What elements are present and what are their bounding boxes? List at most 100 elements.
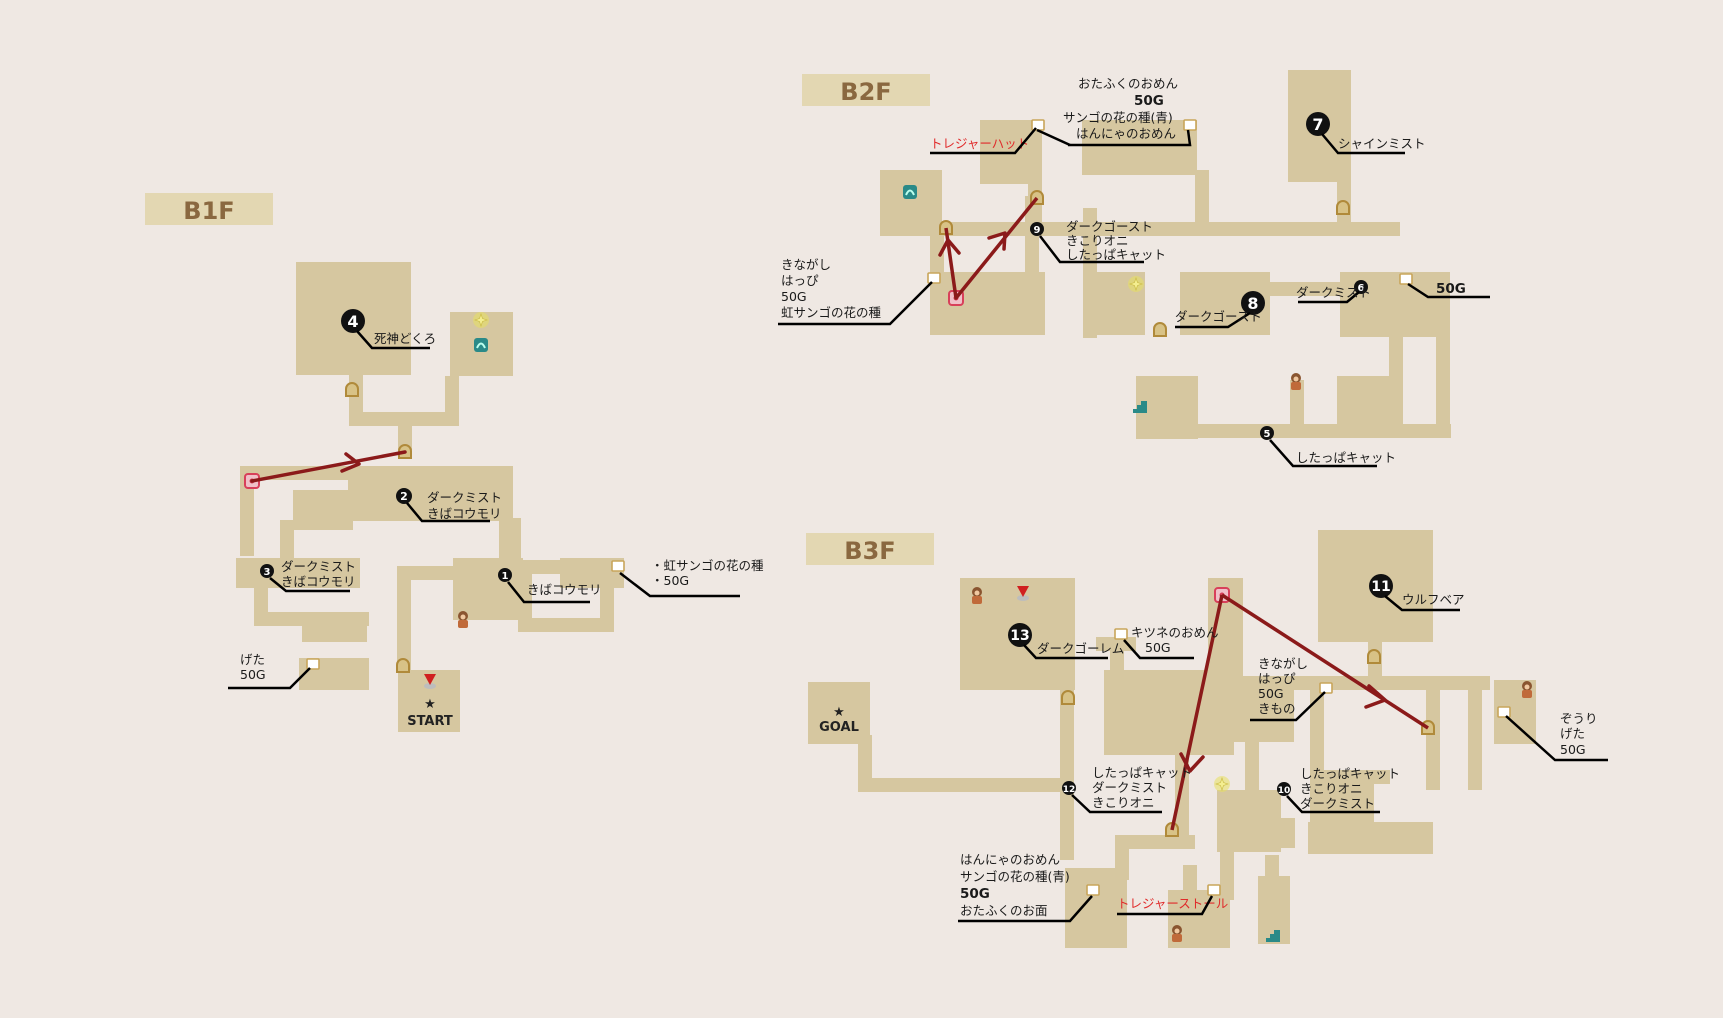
label-dark-golem: ダークゴーレム — [1037, 641, 1124, 656]
b3f-goal: ★ GOAL — [819, 705, 859, 735]
label-chest-right-a: ・虹サンゴの花の種 — [651, 558, 764, 573]
label-gold-right: 50G — [1436, 281, 1466, 297]
npc-icon[interactable] — [1172, 925, 1182, 942]
label-n9-c: したっぱキャット — [1066, 247, 1166, 262]
npc-icon[interactable] — [972, 587, 982, 604]
label-mid-b: はっぴ — [1258, 671, 1296, 686]
floor-label-b2f: B2F — [802, 74, 930, 106]
floor-b1f — [236, 262, 624, 732]
svg-text:10: 10 — [1278, 786, 1291, 796]
label-bottom-d: おたふくのお面 — [960, 903, 1048, 918]
svg-text:12: 12 — [1063, 785, 1076, 795]
door-icon[interactable] — [1153, 322, 1167, 337]
chest-icon[interactable] — [1497, 706, 1511, 718]
label-left-d: 虹サンゴの花の種 — [781, 305, 882, 320]
label-bottom-a: はんにゃのおめん — [960, 852, 1060, 867]
label-left-c: 50G — [781, 289, 807, 304]
svg-text:7: 7 — [1312, 115, 1323, 134]
door-icon[interactable] — [1061, 690, 1075, 705]
number-badge-5: 5 — [1260, 426, 1274, 440]
label-n3-a: ダークミスト — [281, 559, 356, 574]
b1f-start: ★ START — [407, 697, 453, 729]
svg-text:1: 1 — [502, 571, 509, 582]
chest-icon[interactable] — [1183, 119, 1197, 131]
b2f-route — [938, 196, 1039, 300]
number-badge-7: 7 — [1306, 112, 1330, 136]
svg-text:3: 3 — [264, 567, 271, 578]
number-badge-8: 8 — [1241, 291, 1265, 315]
number-badge-3: 3 — [260, 564, 274, 578]
floor-b3f — [808, 530, 1536, 948]
b1f-annotations: 4 死神どくろ 2 ダークミスト きばコウモリ 3 ダークミスト きばコウモリ … — [228, 309, 764, 690]
chest-icon[interactable] — [1319, 682, 1333, 694]
svg-text:B1F: B1F — [183, 197, 234, 225]
label-left-a: きながし — [781, 257, 831, 272]
label-chest-left-b: 50G — [240, 667, 266, 682]
sparkle-icon[interactable] — [1127, 275, 1145, 293]
npc-icon[interactable] — [1291, 373, 1301, 390]
svg-text:11: 11 — [1371, 579, 1390, 595]
chest-icon[interactable] — [611, 560, 625, 572]
b1f-route — [250, 450, 407, 483]
npc-icon[interactable] — [458, 611, 468, 628]
star-icon: ★ — [424, 697, 436, 712]
spring-icon[interactable] — [902, 184, 918, 200]
label-n2-b: きばコウモリ — [427, 506, 502, 521]
number-badge-1: 1 — [498, 568, 512, 582]
label-chest-right-b: ・50G — [651, 573, 689, 588]
chest-icon[interactable] — [1207, 884, 1221, 896]
chest-icon[interactable] — [927, 272, 941, 284]
label-mid-c: 50G — [1258, 686, 1284, 701]
number-badge-9: 9 — [1030, 222, 1044, 236]
label-treasure-stole: トレジャーストール — [1117, 896, 1228, 911]
npc-icon[interactable] — [1522, 681, 1532, 698]
chest-icon[interactable] — [1086, 884, 1100, 896]
chest-icon[interactable] — [1114, 628, 1128, 640]
label-n10-b: きこりオニ — [1300, 781, 1363, 796]
label-mid-a: きながし — [1258, 656, 1308, 671]
b2f-annotations: おたふくのおめん 50G サンゴの花の種(青) はんにゃのおめん トレジャーハッ… — [778, 76, 1490, 468]
number-badge-11: 11 — [1369, 574, 1393, 598]
spring-icon[interactable] — [473, 337, 489, 353]
label-top-a: おたふくのおめん — [1078, 76, 1178, 91]
number-badge-4: 4 — [341, 309, 365, 333]
label-bottom-c: 50G — [960, 886, 990, 902]
label-n12-b: ダークミスト — [1092, 780, 1167, 795]
label-right-b: げた — [1560, 726, 1585, 741]
number-badge-12: 12 — [1062, 781, 1076, 795]
label-bottom-b: サンゴの花の種(青) — [960, 869, 1070, 884]
svg-text:8: 8 — [1247, 294, 1258, 313]
svg-text:13: 13 — [1010, 628, 1029, 644]
floor-label-b1f: B1F — [145, 193, 273, 225]
svg-text:9: 9 — [1034, 225, 1041, 236]
door-icon[interactable] — [345, 382, 359, 397]
door-icon[interactable] — [396, 658, 410, 673]
label-n9-a: ダークゴースト — [1066, 219, 1153, 234]
label-n6: ダークミスト — [1296, 285, 1371, 300]
label-n10-c: ダークミスト — [1300, 796, 1375, 811]
chest-icon[interactable] — [1399, 273, 1413, 285]
label-right-a: ぞうり — [1560, 711, 1598, 726]
svg-text:2: 2 — [400, 490, 408, 503]
svg-text:4: 4 — [347, 312, 358, 331]
svg-text:6: 6 — [1358, 283, 1365, 294]
label-kitsune-b: 50G — [1145, 640, 1171, 655]
number-badge-6: 6 — [1354, 280, 1368, 294]
sparkle-icon[interactable] — [1213, 775, 1231, 793]
chest-icon[interactable] — [1031, 119, 1045, 131]
label-shine-mist: シャインミスト — [1338, 136, 1426, 151]
label-n8: ダークゴースト — [1175, 309, 1262, 324]
sparkle-icon[interactable] — [472, 311, 490, 329]
svg-text:B2F: B2F — [840, 78, 891, 106]
number-badge-2: 2 — [396, 488, 412, 504]
b3f-annotations: 11 ウルフベア 13 ダークゴーレム キツネのおめん 50G きながし はっぴ… — [958, 574, 1608, 923]
label-wolf-bear: ウルフベア — [1402, 592, 1465, 607]
label-mid-d: きもの — [1258, 701, 1296, 716]
number-badge-13: 13 — [1008, 623, 1032, 647]
svg-text:5: 5 — [1264, 429, 1271, 440]
label-top-c: サンゴの花の種(青) — [1063, 110, 1173, 125]
door-icon[interactable] — [1336, 200, 1350, 215]
label-n1: きばコウモリ — [527, 582, 602, 597]
door-icon[interactable] — [1367, 649, 1381, 664]
